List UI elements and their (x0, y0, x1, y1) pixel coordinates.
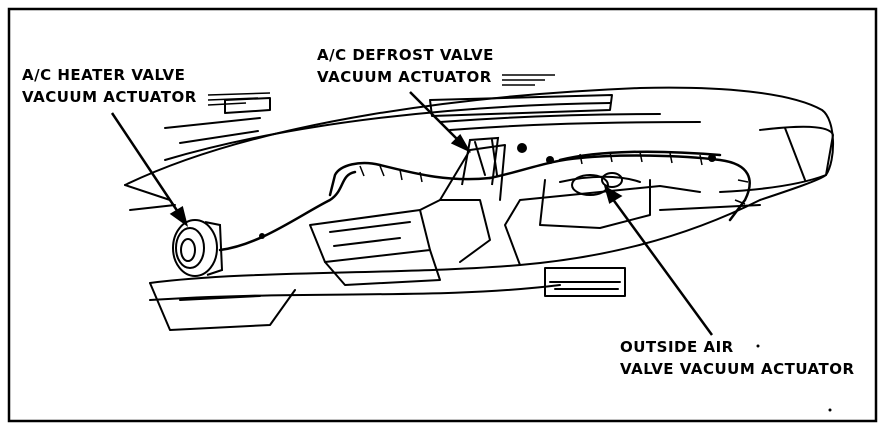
dash-lower-body (149, 174, 827, 284)
defrost-callout-line (409, 91, 461, 143)
defrost-label-line2: VACUUM ACTUATOR (317, 68, 492, 86)
heater-valve-actuator (172, 219, 224, 277)
air-housing (539, 179, 651, 229)
dash-top-edge-inner (164, 102, 611, 161)
outside-label-line1: OUTSIDE AIR (620, 338, 734, 356)
heater-label-line2: VACUUM ACTUATOR (22, 88, 197, 106)
defrost-callout-arrow (450, 133, 472, 153)
connector-dot (259, 233, 265, 239)
speck (756, 344, 760, 348)
hose-stripes (359, 151, 749, 205)
heater-valve-label: A/C HEATER VALVE VACUUM ACTUATOR (22, 64, 197, 108)
outside-callout-arrow (603, 185, 623, 204)
heater-label-line1: A/C HEATER VALVE (22, 66, 186, 84)
connector-dot (546, 156, 554, 164)
defrost-vent (429, 94, 613, 117)
connector-dot (517, 143, 527, 153)
lower-grille (544, 267, 626, 297)
outside-air-label: OUTSIDE AIR VALVE VACUUM ACTUATOR (620, 336, 855, 380)
figure-border (7, 7, 878, 423)
heater-callout-arrow (169, 206, 189, 227)
outside-callout-line (610, 197, 714, 336)
center-duct (439, 144, 506, 201)
connector-dot (708, 154, 716, 162)
outside-air-actuator (571, 172, 623, 196)
vacuum-hoses (218, 150, 751, 252)
lower-cover (149, 282, 296, 331)
outside-label-line2: VALVE VACUUM ACTUATOR (620, 360, 855, 378)
defrost-valve-label: A/C DEFROST VALVE VACUUM ACTUATOR (317, 44, 494, 88)
heater-callout-line (110, 112, 182, 216)
defrost-valve-actuator (461, 136, 500, 186)
defrost-label-line1: A/C DEFROST VALVE (317, 46, 494, 64)
speck (828, 408, 832, 412)
